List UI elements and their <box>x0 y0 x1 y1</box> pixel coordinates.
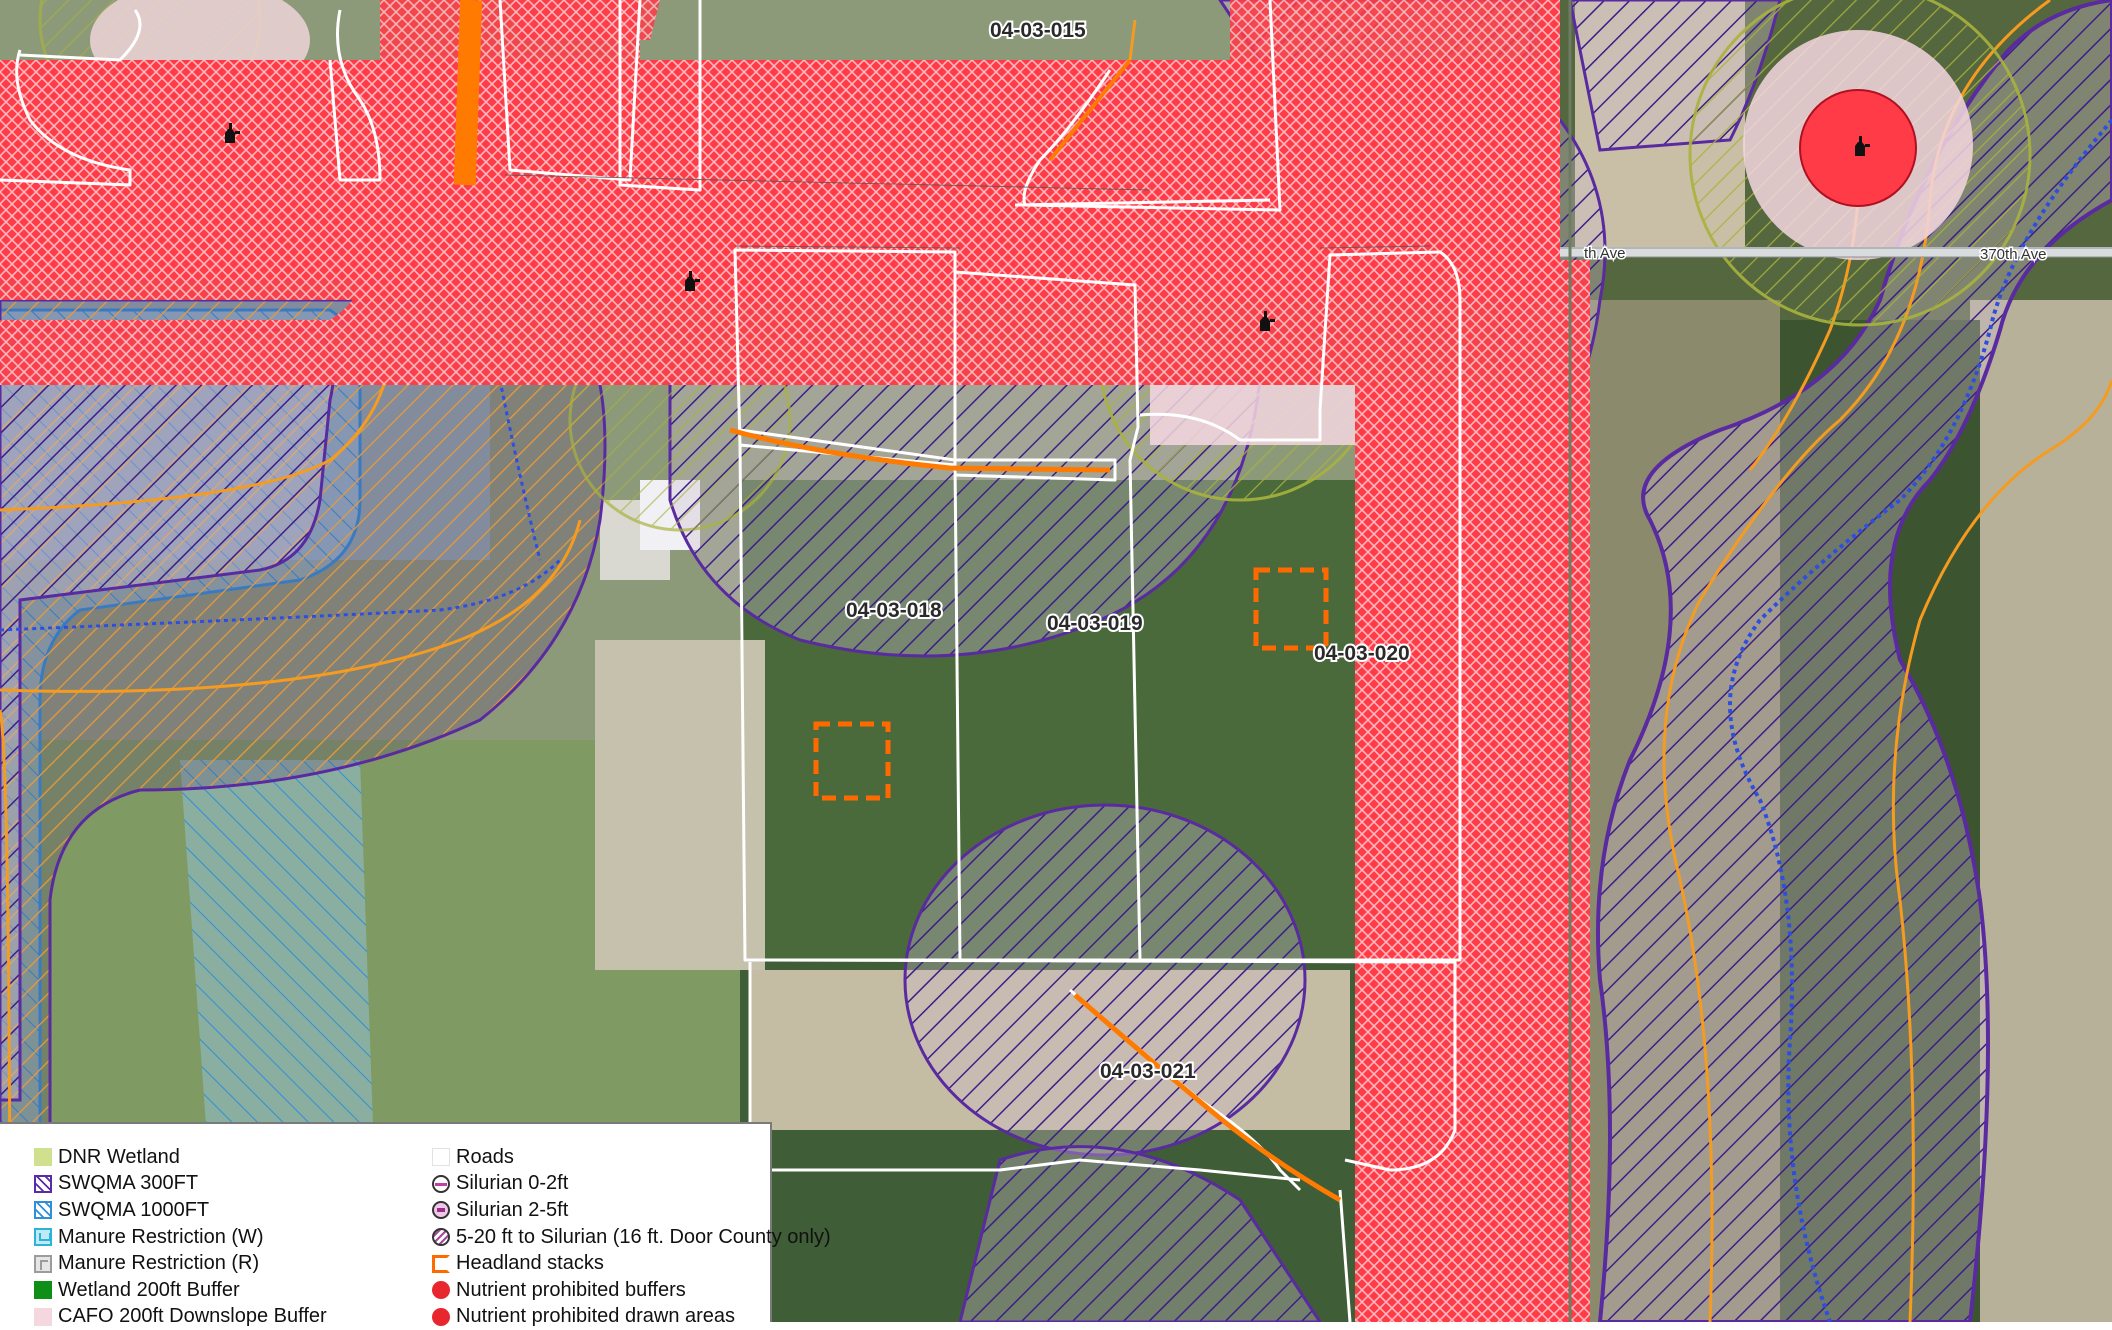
field-label: 04-03-018 <box>846 599 942 622</box>
cafo-buffer-swatch-icon <box>34 1307 52 1326</box>
headland-stack-icon <box>1253 567 1329 651</box>
legend-item: SWQMA 300FT <box>34 1171 327 1198</box>
roads-swatch-icon <box>432 1148 450 1167</box>
manure-restriction-r-swatch-icon <box>34 1254 52 1273</box>
wetland-buffer-swatch-icon <box>34 1281 52 1300</box>
legend-item: Silurian 2-5ft <box>432 1197 831 1224</box>
legend-item: DNR Wetland <box>34 1144 327 1171</box>
legend-item: Silurian 0-2ft <box>432 1171 831 1198</box>
field-label: 04-03-021 <box>1100 1060 1196 1083</box>
legend-item: Wetland 200ft Buffer <box>34 1277 327 1304</box>
nutrient-buffer-swatch-icon <box>432 1281 450 1300</box>
road-label: 370th Ave <box>1980 246 2046 263</box>
legend-item: CAFO 200ft Downslope Buffer <box>34 1304 327 1330</box>
manure-restriction-w-swatch-icon <box>34 1228 52 1247</box>
legend-item: Headland stacks <box>432 1250 831 1277</box>
road-label: th Ave <box>1584 245 1625 262</box>
legend-item: Nutrient prohibited buffers <box>432 1277 831 1304</box>
silurian-2-5-swatch-icon <box>432 1201 450 1220</box>
legend-item: 5-20 ft to Silurian (16 ft. Door County … <box>432 1224 831 1251</box>
legend-item: Manure Restriction (R) <box>34 1250 327 1277</box>
swqma-1000-swatch-icon <box>34 1201 52 1220</box>
field-label: 04-03-020 <box>1314 642 1410 665</box>
field-label: 04-03-015 <box>990 19 1086 42</box>
headland-stack-icon <box>813 721 891 801</box>
map-legend: DNR Wetland SWQMA 300FT SWQMA 1000FT Man… <box>0 1122 831 1327</box>
nutrient-drawn-swatch-icon <box>432 1307 450 1326</box>
legend-item: Nutrient prohibited drawn areas <box>432 1304 831 1330</box>
headland-stacks-swatch-icon <box>432 1254 450 1273</box>
legend-column-right: Roads Silurian 0-2ft Silurian 2-5ft 5-20… <box>432 1144 831 1330</box>
silurian-5-20-swatch-icon <box>432 1228 450 1247</box>
dnr-wetland-swatch-icon <box>34 1148 52 1167</box>
silurian-0-2-swatch-icon <box>432 1174 450 1193</box>
legend-item: Manure Restriction (W) <box>34 1224 327 1251</box>
legend-item: SWQMA 1000FT <box>34 1197 327 1224</box>
legend-column-left: DNR Wetland SWQMA 300FT SWQMA 1000FT Man… <box>34 1144 327 1330</box>
swqma-300-swatch-icon <box>34 1174 52 1193</box>
legend-item: Roads <box>432 1144 831 1171</box>
field-label: 04-03-019 <box>1047 612 1143 635</box>
